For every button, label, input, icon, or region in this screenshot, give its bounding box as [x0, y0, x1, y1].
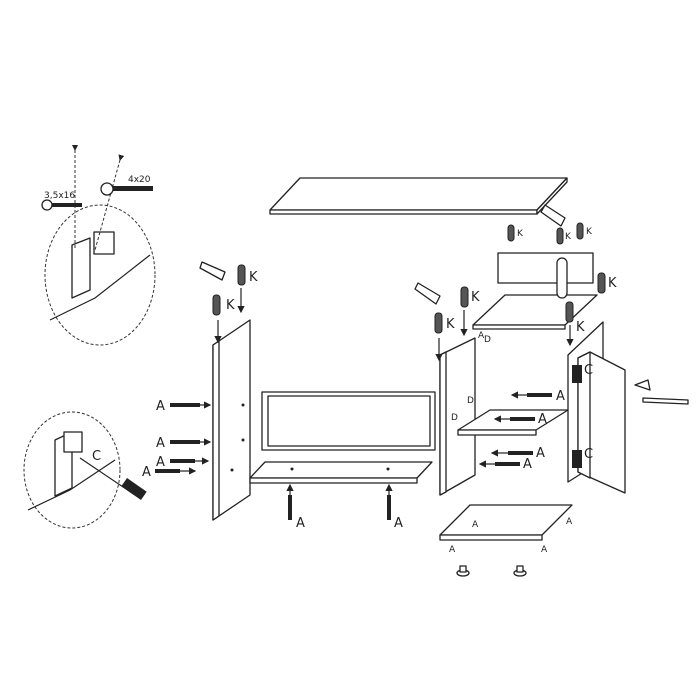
part-c-label: C [92, 449, 101, 464]
part-k-label: K [517, 229, 524, 239]
arrows [214, 288, 574, 362]
bottom-shelf [249, 461, 433, 484]
glue-bottle-icons [199, 204, 566, 305]
screw-3-5x16-icon [41, 199, 82, 211]
inner-side-panel [439, 337, 476, 496]
part-k-label: K [471, 290, 480, 305]
hinge-icon [572, 450, 582, 468]
part-a-label: A [566, 517, 573, 527]
part-k-label: K [446, 317, 455, 332]
dowels [212, 222, 606, 334]
upper-box-panel [497, 252, 594, 284]
screws-a [155, 391, 552, 520]
part-a-label: A [541, 545, 548, 555]
screw-size-small-label: 3,5x16 [44, 191, 75, 201]
screw-size-large-label: 4x20 [128, 175, 151, 185]
top-panel [269, 177, 568, 211]
part-c-label: C [584, 447, 593, 462]
adjustable-feet [456, 565, 527, 577]
part-k-label: K [565, 232, 572, 242]
part-a-label: A [156, 455, 165, 470]
part-a-label: A [394, 516, 403, 531]
part-c-label: C [584, 363, 593, 378]
part-a-label: A [523, 457, 532, 472]
handle [634, 379, 689, 405]
part-a-label: A [478, 331, 485, 341]
part-a-label: A [556, 389, 565, 404]
part-a-label: A [156, 436, 165, 451]
hinge-screw-detail: 3,5x16 4x20 [41, 145, 156, 346]
part-d-label: D [451, 413, 458, 423]
part-k-label: K [576, 320, 585, 335]
part-k-label: K [226, 298, 235, 313]
cabinet-bottom-panel [439, 504, 573, 541]
part-k-label: K [608, 276, 617, 291]
part-a-label: A [449, 545, 456, 555]
part-a-label: A [538, 412, 547, 427]
part-a-label: A [536, 446, 545, 461]
hinge-icon [572, 365, 582, 383]
part-d-label: D [467, 396, 474, 406]
part-k-label: K [249, 270, 258, 285]
part-a-label: A [142, 465, 151, 480]
hinge-adjust-detail: C [23, 411, 147, 529]
part-d-label: D [484, 335, 491, 345]
left-side-panel [212, 319, 251, 521]
part-k-label: K [586, 227, 593, 237]
screw-4x20-icon [100, 182, 153, 196]
part-a-label: A [156, 399, 165, 414]
part-a-label: A [472, 520, 479, 530]
part-a-label: A [296, 516, 305, 531]
door-panel [577, 351, 626, 494]
